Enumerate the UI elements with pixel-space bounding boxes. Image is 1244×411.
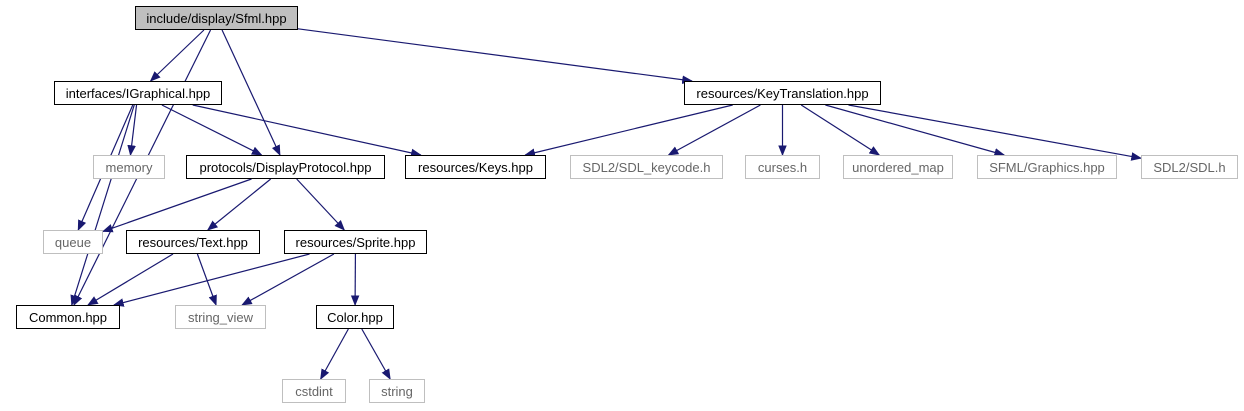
node-cstdint[interactable]: cstdint (282, 379, 346, 403)
edge-text-to-common (87, 253, 174, 306)
node-sdlkeycode[interactable]: SDL2/SDL_keycode.h (570, 155, 723, 179)
edge-igraphical-to-common (70, 104, 135, 307)
edge-igraphical-to-keys (192, 104, 422, 158)
node-sprite[interactable]: resources/Sprite.hpp (284, 230, 427, 254)
edge-keytranslation-to-sdl (848, 104, 1143, 161)
node-memory[interactable]: memory (93, 155, 165, 179)
edge-keytranslation-to-sdlkeycode (667, 104, 761, 156)
node-common[interactable]: Common.hpp (16, 305, 120, 329)
edge-sfml-to-displayprotocol (221, 29, 281, 156)
node-keytranslation[interactable]: resources/KeyTranslation.hpp (684, 81, 881, 105)
edge-color-to-cstdint (320, 328, 349, 380)
node-curses[interactable]: curses.h (745, 155, 820, 179)
edge-displayprotocol-to-sprite (296, 178, 346, 231)
edge-sfml-to-igraphical (149, 29, 205, 82)
edge-sfml-to-keytranslation (297, 28, 694, 85)
node-sfml[interactable]: include/display/Sfml.hpp (135, 6, 298, 30)
node-color[interactable]: Color.hpp (316, 305, 394, 329)
edge-keytranslation-to-unorderedmap (800, 104, 881, 156)
edge-sprite-to-stringview (241, 253, 335, 306)
edge-text-to-stringview (196, 253, 217, 307)
edge-keytranslation-to-keys (524, 104, 733, 157)
edge-keytranslation-to-sfmlgraphics (825, 104, 1006, 157)
node-queue[interactable]: queue (43, 230, 103, 254)
node-unorderedmap[interactable]: unordered_map (843, 155, 953, 179)
node-igraphical[interactable]: interfaces/IGraphical.hpp (54, 81, 222, 105)
node-string[interactable]: string (369, 379, 425, 403)
node-sdl[interactable]: SDL2/SDL.h (1141, 155, 1238, 179)
edge-igraphical-to-displayprotocol (161, 104, 263, 156)
node-displayprotocol[interactable]: protocols/DisplayProtocol.hpp (186, 155, 385, 179)
edge-displayprotocol-to-queue (101, 178, 252, 233)
node-keys[interactable]: resources/Keys.hpp (405, 155, 546, 179)
edge-displayprotocol-to-text (206, 178, 272, 231)
node-sfmlgraphics[interactable]: SFML/Graphics.hpp (977, 155, 1117, 179)
edge-igraphical-to-memory (127, 104, 138, 157)
edge-sprite-to-common (112, 253, 310, 307)
node-text[interactable]: resources/Text.hpp (126, 230, 260, 254)
node-stringview[interactable]: string_view (175, 305, 266, 329)
edge-color-to-string (361, 328, 391, 380)
